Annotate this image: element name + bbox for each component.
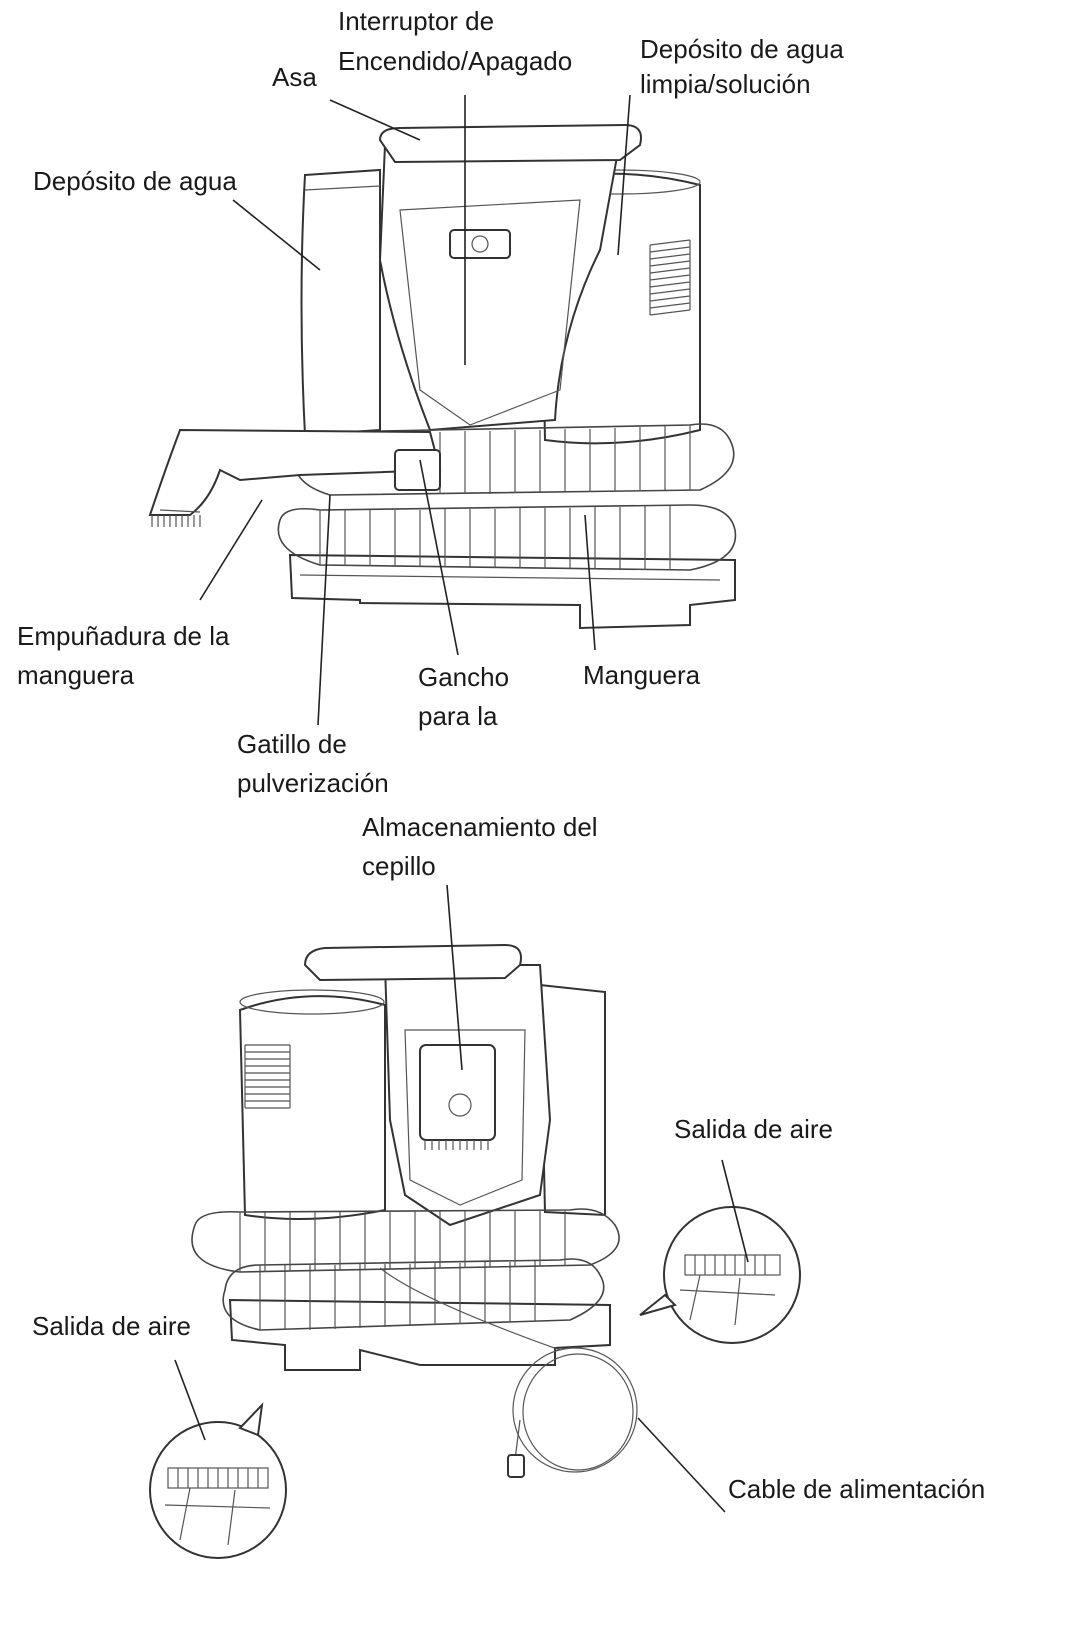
air-outlet-callout-left <box>150 1405 286 1558</box>
label-interruptor-line1: Interruptor de <box>338 6 494 36</box>
svg-text:Almacenamiento del: Almacenamiento del <box>362 812 598 842</box>
svg-text:limpia/solución: limpia/solución <box>640 69 811 99</box>
air-outlet-callout-right <box>640 1207 800 1343</box>
front-view-device <box>150 125 735 628</box>
label-deposito-agua: Depósito de agua <box>33 166 237 196</box>
svg-text:para la: para la <box>418 701 498 731</box>
label-asa: Asa <box>272 62 317 92</box>
label-gancho-line2: para la <box>418 701 498 731</box>
label-empunadura-line1: Empuñadura de la <box>17 621 230 651</box>
svg-text:Manguera: Manguera <box>583 660 701 690</box>
label-deposito-limpia-line1: Depósito de agua <box>640 34 844 64</box>
label-cable: Cable de alimentación <box>728 1474 985 1504</box>
label-deposito-limpia-line2: limpia/solución <box>640 69 811 99</box>
label-manguera: Manguera <box>583 660 701 690</box>
svg-text:Interruptor de: Interruptor de <box>338 6 494 36</box>
label-almacenamiento-line2: cepillo <box>362 851 436 881</box>
label-salida-aire-left: Salida de aire <box>32 1311 191 1341</box>
svg-text:Gatillo de: Gatillo de <box>237 729 347 759</box>
label-gatillo-line1: Gatillo de <box>237 729 347 759</box>
svg-text:Salida de aire: Salida de aire <box>674 1114 833 1144</box>
label-almacenamiento-line1: Almacenamiento del <box>362 812 598 842</box>
label-empunadura-line2: manguera <box>17 660 135 690</box>
svg-text:Empuñadura de la: Empuñadura de la <box>17 621 230 651</box>
svg-text:Salida de aire: Salida de aire <box>32 1311 191 1341</box>
svg-text:manguera: manguera <box>17 660 135 690</box>
svg-text:Encendido/Apagado: Encendido/Apagado <box>338 46 572 76</box>
svg-text:pulverización: pulverización <box>237 768 389 798</box>
svg-text:cepillo: cepillo <box>362 851 436 881</box>
svg-text:Depósito de agua: Depósito de agua <box>33 166 237 196</box>
svg-text:Gancho: Gancho <box>418 662 509 692</box>
label-gatillo-line2: pulverización <box>237 768 389 798</box>
rear-view-device <box>192 945 637 1477</box>
label-salida-aire-right: Salida de aire <box>674 1114 833 1144</box>
svg-text:Depósito de agua: Depósito de agua <box>640 34 844 64</box>
label-gancho-line1: Gancho <box>418 662 509 692</box>
svg-text:Asa: Asa <box>272 62 317 92</box>
label-interruptor-line2: Encendido/Apagado <box>338 46 572 76</box>
svg-text:Cable de alimentación: Cable de alimentación <box>728 1474 985 1504</box>
